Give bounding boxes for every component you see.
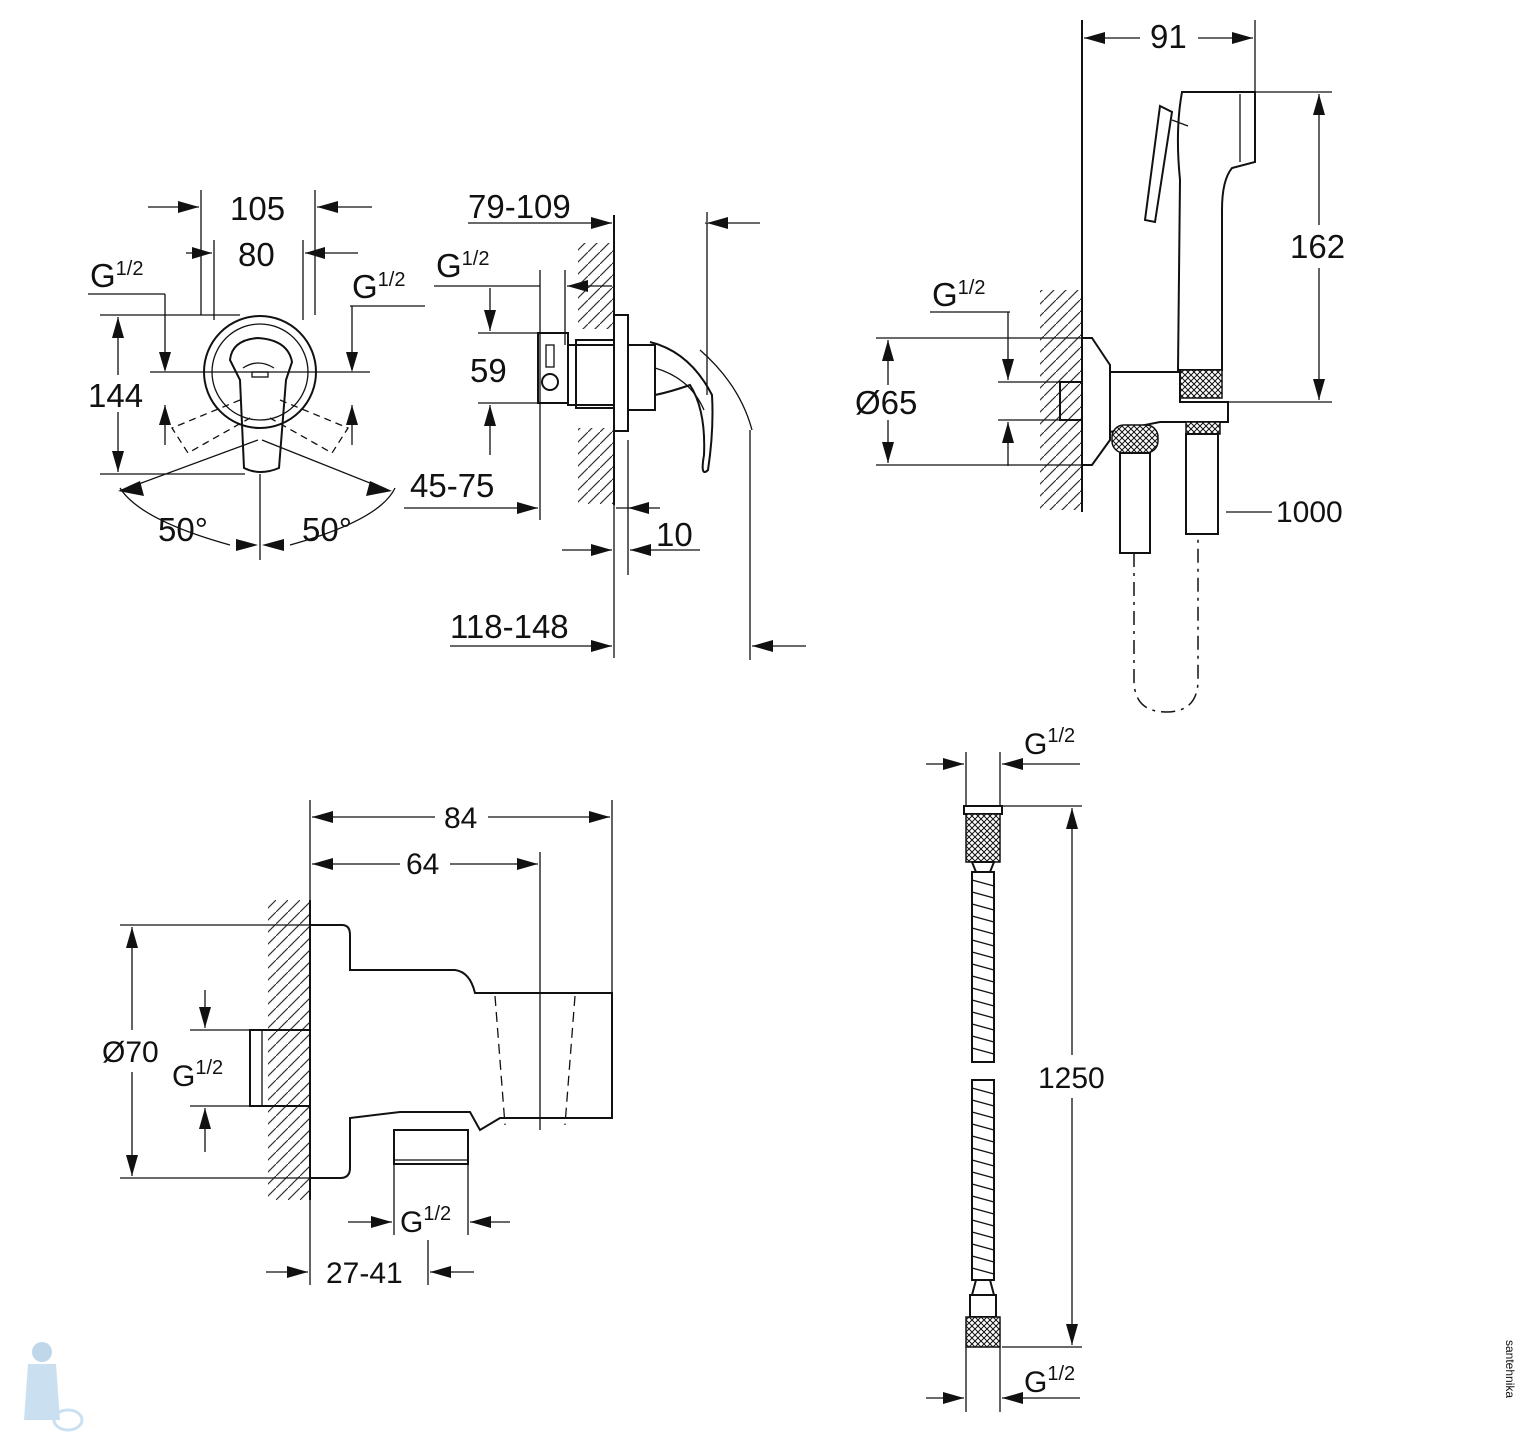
dim-outlet-installation-range: 27-41 (326, 1257, 403, 1290)
mixer-front-view: 105 80 G1/2 G1/2 144 (88, 190, 425, 560)
dim-side-range-outer: 118-148 (450, 608, 569, 645)
dim-side-spacing: 59 (470, 352, 507, 389)
thread-label-left: G1/2 (90, 257, 143, 294)
wall-outlet-view: 84 64 Ø70 G1/2 (102, 800, 613, 1290)
angle-right: 50° (302, 511, 352, 548)
hose-view: G1/2 1250 G1/2 (926, 725, 1105, 1412)
thread-label-outlet-outlet: G1/2 (400, 1203, 451, 1239)
dim-outlet-length-total: 84 (444, 802, 477, 835)
dim-mixer-width-inner: 80 (238, 236, 275, 273)
dim-shower-bracket-diameter: Ø65 (855, 384, 917, 421)
dim-hose-length: 1250 (1038, 1062, 1105, 1095)
dim-side-range-inner: 45-75 (410, 467, 494, 504)
mixer-side-view: 79-109 G1/2 59 45-75 (404, 188, 806, 660)
dim-mixer-width-outer: 105 (230, 190, 285, 227)
thread-label-hose-bottom: G1/2 (1024, 1363, 1075, 1399)
angle-left: 50° (158, 511, 208, 548)
dim-outlet-diameter: Ø70 (102, 1036, 159, 1069)
dim-side-depth: 79-109 (468, 188, 571, 225)
dim-shower-height: 162 (1290, 228, 1345, 265)
thread-label-outlet-inlet: G1/2 (172, 1057, 223, 1093)
dim-side-offset: 10 (656, 516, 693, 553)
dim-mixer-height: 144 (88, 377, 143, 414)
dim-shower-hose-length: 1000 (1276, 496, 1343, 529)
watermark-text: santehnika (1503, 1340, 1517, 1398)
thread-label-shower: G1/2 (932, 276, 985, 313)
dim-shower-width: 91 (1150, 18, 1187, 55)
hand-shower-view: 91 162 Ø65 G1/2 (855, 18, 1345, 713)
dim-outlet-length-inner: 64 (406, 848, 439, 881)
thread-label-right: G1/2 (352, 268, 405, 305)
thread-label-hose-top: G1/2 (1024, 725, 1075, 761)
thread-label-side: G1/2 (436, 247, 489, 284)
watermark-logo (24, 1342, 84, 1432)
